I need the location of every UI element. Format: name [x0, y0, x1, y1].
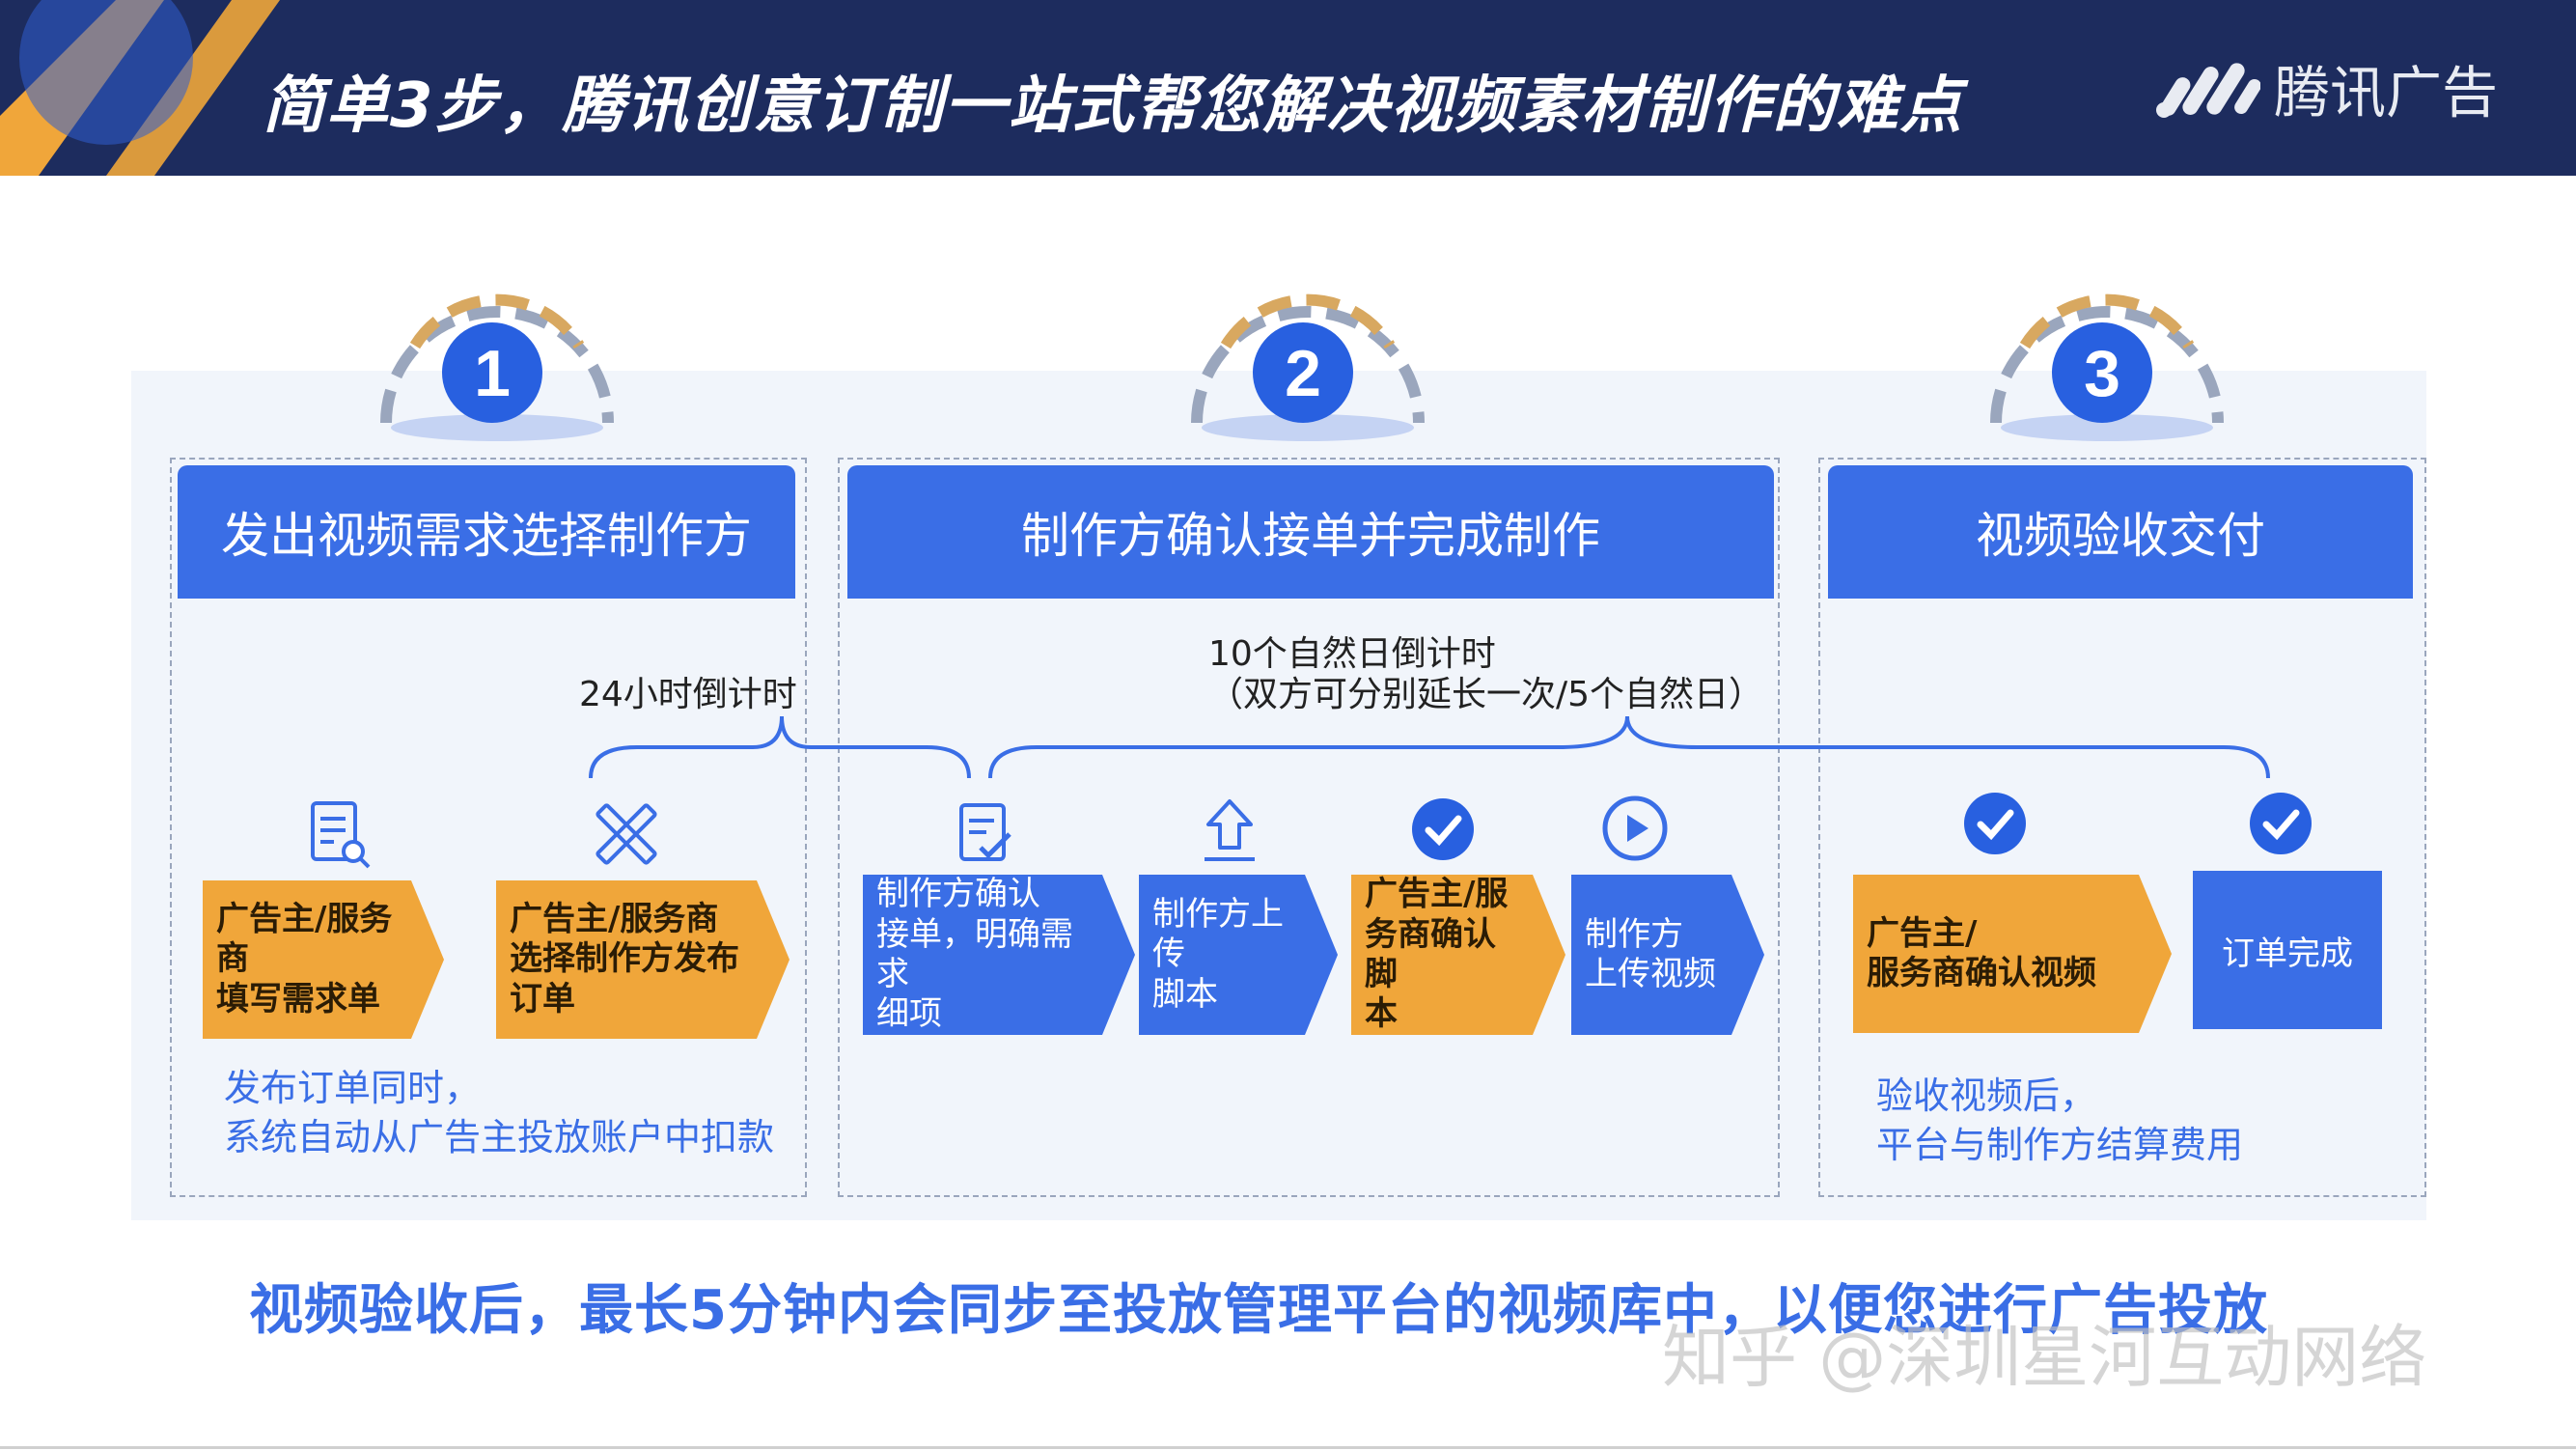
- upload-arrow-icon: [1205, 799, 1255, 861]
- step-number-2: 2: [1285, 337, 1321, 410]
- step-number-1: 1: [474, 337, 511, 410]
- section-1-title: 发出视频需求选择制作方: [178, 465, 795, 599]
- brand-name: 腾讯广告: [2274, 60, 2499, 126]
- section-2-title: 制作方确认接单并完成制作: [847, 465, 1774, 599]
- checkmark-circle-icon: [1964, 793, 2026, 854]
- step-badge-1: 1: [380, 293, 614, 441]
- watermark: 知乎 @深圳星河互动网络: [1662, 1318, 2427, 1397]
- checkmark-circle-icon: [2250, 793, 2312, 854]
- brand-logo: 腾讯广告: [2154, 54, 2498, 126]
- brace-10d: [988, 715, 2270, 779]
- step-upload-video: 制作方 上传视频: [1571, 875, 1764, 1035]
- pencil-ruler-icon: [596, 803, 657, 865]
- play-circle-icon: [1602, 795, 1668, 861]
- section-1-box: [170, 458, 807, 1197]
- brace-24h: [589, 715, 971, 779]
- section-3-title: 视频验收交付: [1828, 465, 2413, 599]
- page-title: 简单3步，腾讯创意订制一站式帮您解决视频素材制作的难点: [263, 70, 1964, 142]
- step-accept-order: 制作方确认 接单，明确需求 细项: [863, 875, 1135, 1035]
- header-bar: [0, 0, 2576, 176]
- checkmark-circle-icon: [1412, 798, 1474, 860]
- tencent-ads-logo-icon: [2156, 63, 2260, 118]
- step-confirm-video: 广告主/ 服务商确认视频: [1853, 875, 2172, 1033]
- footer-notice: 视频验收后，最长5分钟内会同步至投放管理平台的视频库中，以便您进行广告投放: [249, 1279, 2268, 1342]
- section-3-note: 验收视频后， 平台与制作方结算费用: [1876, 1074, 2244, 1167]
- bottom-divider: [0, 1446, 2576, 1449]
- step-badge-3: 3: [1990, 293, 2224, 441]
- timer-extension-label: （双方可分别延长一次/5个自然日）: [1208, 675, 1764, 714]
- step-order-complete: 订单完成: [2193, 871, 2382, 1029]
- step-upload-script: 制作方上传 脚本: [1139, 875, 1338, 1035]
- step-choose-producer: 广告主/服务商 选择制作方发布 订单: [496, 880, 789, 1039]
- timer-10d-label: 10个自然日倒计时: [1208, 634, 1496, 674]
- document-search-icon: [311, 801, 371, 869]
- step-badge-2: 2: [1191, 293, 1425, 441]
- timer-24h-label: 24小时倒计时: [579, 675, 797, 714]
- section-3-box: [1818, 458, 2426, 1197]
- section-1-note: 发布订单同时， 系统自动从广告主投放账户中扣款: [224, 1067, 775, 1159]
- document-check-icon: [959, 803, 1011, 861]
- header-decoration: [0, 0, 280, 176]
- step-number-3: 3: [2084, 337, 2120, 410]
- step-confirm-script: 广告主/服 务商确认脚 本: [1351, 875, 1565, 1035]
- step-fill-request: 广告主/服务商 填写需求单: [203, 880, 444, 1039]
- section-2-box: [838, 458, 1780, 1197]
